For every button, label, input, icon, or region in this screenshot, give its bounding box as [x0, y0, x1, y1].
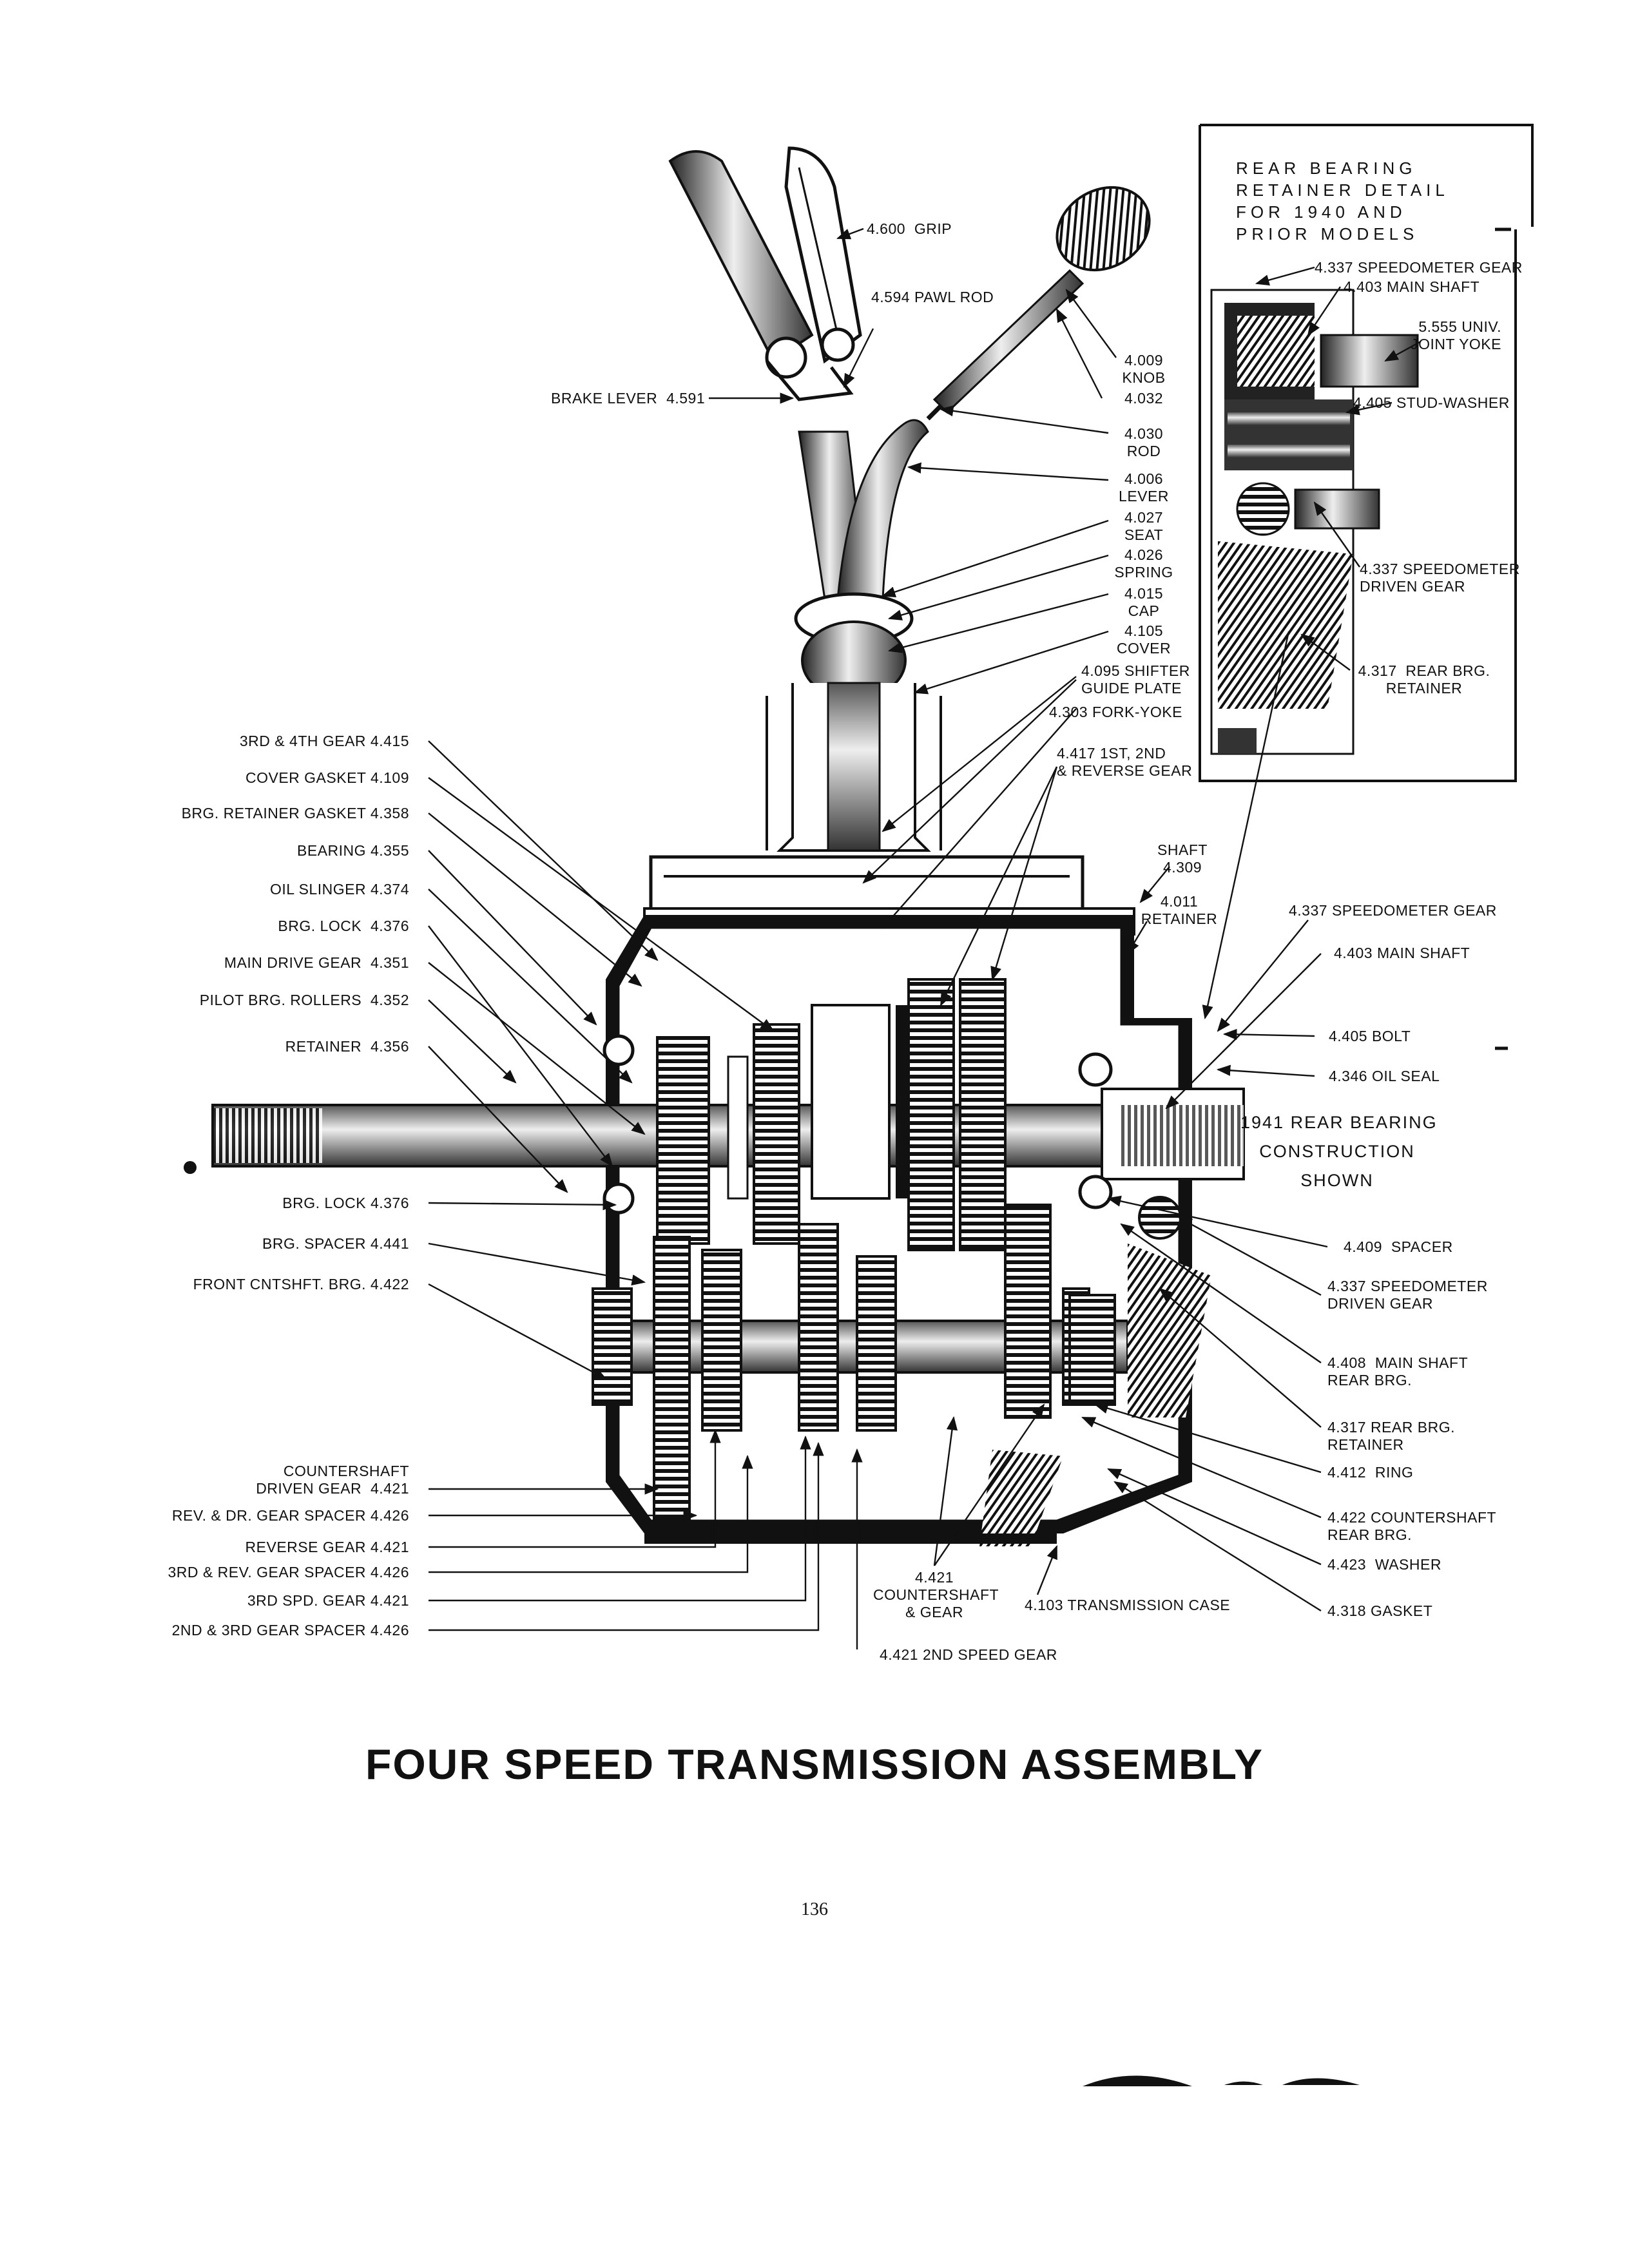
label-brg-retainer-gasket: BRG. RETAINER GASKET 4.358: [181, 805, 409, 822]
label-transmission-case: 4.103 TRANSMISSION CASE: [1025, 1597, 1231, 1613]
label-ring: 4.412 RING: [1327, 1464, 1414, 1481]
label-pilot-brg-rollers: PILOT BRG. ROLLERS 4.352: [199, 992, 409, 1008]
label-speedometer-driven-gear: 4.337 SPEEDOMETER DRIVEN GEAR: [1327, 1278, 1488, 1312]
scan-smudges: [184, 227, 1511, 2086]
label-brg-lock-upper: BRG. LOCK 4.376: [278, 918, 409, 934]
label-1st-2nd-reverse-gear: 4.417 1ST, 2ND & REVERSE GEAR: [1057, 745, 1193, 779]
label-bolt: 4.405 BOLT: [1329, 1028, 1411, 1044]
transmission-case: [211, 855, 1245, 1546]
label-gasket: 4.318 GASKET: [1327, 1602, 1433, 1619]
detail-box-title: REAR BEARING RETAINER DETAIL FOR 1940 AN…: [1236, 159, 1449, 244]
label-retainer-left: RETAINER 4.356: [285, 1038, 409, 1055]
label-2nd-speed-gear: 4.421 2ND SPEED GEAR: [880, 1646, 1057, 1663]
label-rod: 4.030 ROD: [1124, 425, 1164, 459]
label-grip: 4.600 GRIP: [867, 220, 952, 237]
label-bearing: BEARING 4.355: [297, 842, 409, 859]
label-cap: 4.015 CAP: [1124, 585, 1164, 619]
label-countershaft-rear-brg: 4.422 COUNTERSHAFT REAR BRG.: [1327, 1509, 1497, 1543]
label-3rd-spd-gear: 3RD SPD. GEAR 4.421: [247, 1592, 409, 1609]
label-rear-brg-retainer: 4.317 REAR BRG. RETAINER: [1327, 1419, 1455, 1453]
label-shaft: SHAFT 4.309: [1157, 841, 1208, 876]
label-reverse-gear: REVERSE GEAR 4.421: [245, 1539, 409, 1555]
label-cover: 4.105 COVER: [1116, 622, 1171, 657]
knob-and-rod: [926, 186, 1151, 421]
label-main-shaft-rear-brg: 4.408 MAIN SHAFT REAR BRG.: [1327, 1354, 1469, 1389]
label-4-032: 4.032: [1124, 390, 1164, 407]
label-joint-yoke-detail: 5.555 UNIV. JOINT YOKE: [1411, 318, 1501, 352]
label-cover-gasket: COVER GASKET 4.109: [245, 769, 409, 786]
label-brg-spacer: BRG. SPACER 4.441: [262, 1235, 409, 1252]
label-fork-yoke: 4.303 FORK-YOKE: [1049, 704, 1182, 720]
label-knob: 4.009 KNOB: [1122, 352, 1166, 386]
label-rev-dr-gear-spacer: REV. & DR. GEAR SPACER 4.426: [171, 1507, 409, 1524]
label-spring: 4.026 SPRING: [1114, 546, 1173, 581]
label-stud-washer-detail: 4.405 STUD-WASHER: [1353, 394, 1510, 411]
brake-handle: [668, 146, 862, 401]
label-main-shaft: 4.403 MAIN SHAFT: [1334, 945, 1470, 961]
label-speedometer-gear: 4.337 SPEEDOMETER GEAR: [1289, 902, 1497, 919]
label-main-drive-gear: MAIN DRIVE GEAR 4.351: [224, 954, 409, 971]
page-title: FOUR SPEED TRANSMISSION ASSEMBLY: [365, 1740, 1264, 1788]
leader-lines: [428, 227, 1422, 1649]
label-front-cntshft-brg: FRONT CNTSHFT. BRG. 4.422: [193, 1276, 409, 1293]
label-countershaft-driven-gear: COUNTERSHAFT DRIVEN GEAR 4.421: [256, 1463, 409, 1497]
label-main-shaft-detail: 4.403 MAIN SHAFT: [1344, 278, 1480, 295]
label-3rd-4th-gear: 3RD & 4TH GEAR 4.415: [239, 733, 409, 749]
label-seat: 4.027 SEAT: [1124, 509, 1164, 543]
label-shifter-guide-plate: 4.095 SHIFTER GUIDE PLATE: [1081, 662, 1190, 697]
label-3rd-rev-gear-spacer: 3RD & REV. GEAR SPACER 4.426: [168, 1564, 409, 1581]
construction-note: 1941 REAR BEARING CONSTRUCTION SHOWN: [1240, 1113, 1438, 1190]
page-number: 136: [801, 1899, 828, 1919]
label-spacer: 4.409 SPACER: [1344, 1238, 1453, 1255]
label-washer: 4.423 WASHER: [1327, 1556, 1441, 1573]
label-lever: 4.006 LEVER: [1119, 470, 1169, 505]
label-countershaft-gear: 4.421 COUNTERSHAFT & GEAR: [873, 1569, 999, 1620]
label-speedometer-driven-gear-detail: 4.337 SPEEDOMETER DRIVEN GEAR: [1360, 561, 1520, 595]
shift-lever-tower: [766, 419, 942, 852]
label-pawl-rod: 4.594 PAWL ROD: [871, 289, 994, 305]
label-2nd-3rd-gear-spacer: 2ND & 3RD GEAR SPACER 4.426: [171, 1622, 409, 1639]
label-oil-seal: 4.346 OIL SEAL: [1329, 1068, 1440, 1084]
label-speedometer-gear-detail: 4.337 SPEEDOMETER GEAR: [1315, 259, 1523, 276]
label-retainer-top: 4.011 RETAINER: [1141, 893, 1218, 927]
label-rear-brg-retainer-detail: 4.317 REAR BRG. RETAINER: [1358, 662, 1490, 697]
label-oil-slinger: OIL SLINGER 4.374: [269, 881, 409, 898]
label-brake-lever: BRAKE LEVER 4.591: [551, 390, 706, 407]
detail-inset: [1199, 124, 1534, 782]
label-brg-lock-lower: BRG. LOCK 4.376: [282, 1195, 409, 1211]
